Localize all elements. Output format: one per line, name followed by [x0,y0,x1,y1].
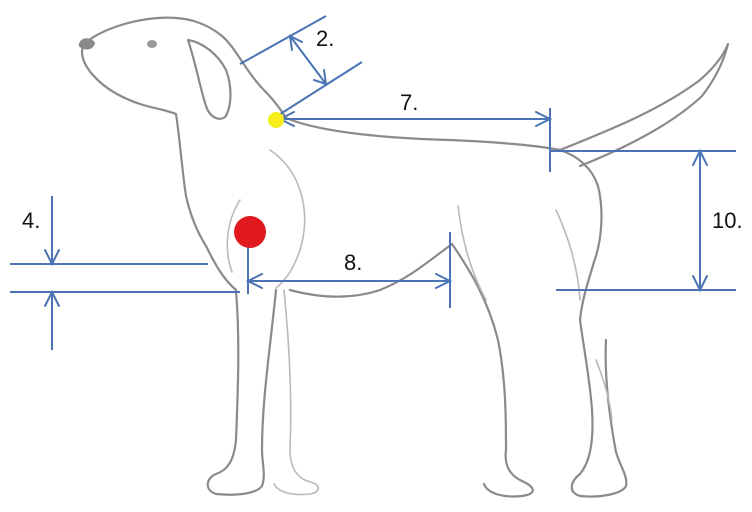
measure-7-label: 7. [400,90,418,115]
dog-tail [558,42,730,168]
measure-8-arrowhead-right [435,273,453,289]
measure-2-line-lower [273,61,363,119]
dog-elbow-detail [226,199,241,273]
dog-nose [78,38,96,50]
measure-10-arrowhead-bottom [692,275,708,293]
measure-2-arrowhead-top [288,34,303,51]
measure-4-label: 4. [22,208,40,233]
dog-front-leg-far [273,289,320,496]
dog-shoulder-detail [269,149,306,289]
measure-10-arrowhead-top [692,148,708,166]
neck-point-marker [268,112,284,128]
dog-belly-line [288,242,454,298]
dog-hind-thigh [578,184,603,322]
chest-point-marker [234,216,266,248]
measure-10-label: 10. [712,208,743,233]
dog-muzzle-outline [81,42,178,116]
dog-chest-outline [204,244,238,292]
measure-2-arrowhead-bottom [313,69,328,86]
measure-2-line-upper [239,15,327,65]
measure-2-label: 2. [316,26,334,51]
measure-4-arrowhead-up [44,289,60,307]
dog-head-outline [82,16,288,120]
dog-front-leg-near [206,288,278,496]
dog-back-line [284,116,600,188]
dog-hock-detail [595,359,613,421]
dog-hind-leg-far [450,242,534,498]
measure-4-arrowhead-down [44,249,60,267]
dog-hind-leg-far-inner [457,205,487,301]
dog-ear-outline [186,38,232,120]
measurement-overlays: 2. 7. 10. 8. 4. [10,15,743,350]
dog-sketch [78,16,730,498]
measure-8-label: 8. [344,250,362,275]
dog-eye [147,40,157,48]
measure-8-arrowhead-left [245,273,263,289]
dog-hind-thigh-inner [555,209,581,301]
measure-2-span [289,35,327,85]
dog-neck-front [174,112,208,248]
measure-7-arrowhead-right [535,111,553,127]
dog-hind-leg-near [570,318,628,498]
